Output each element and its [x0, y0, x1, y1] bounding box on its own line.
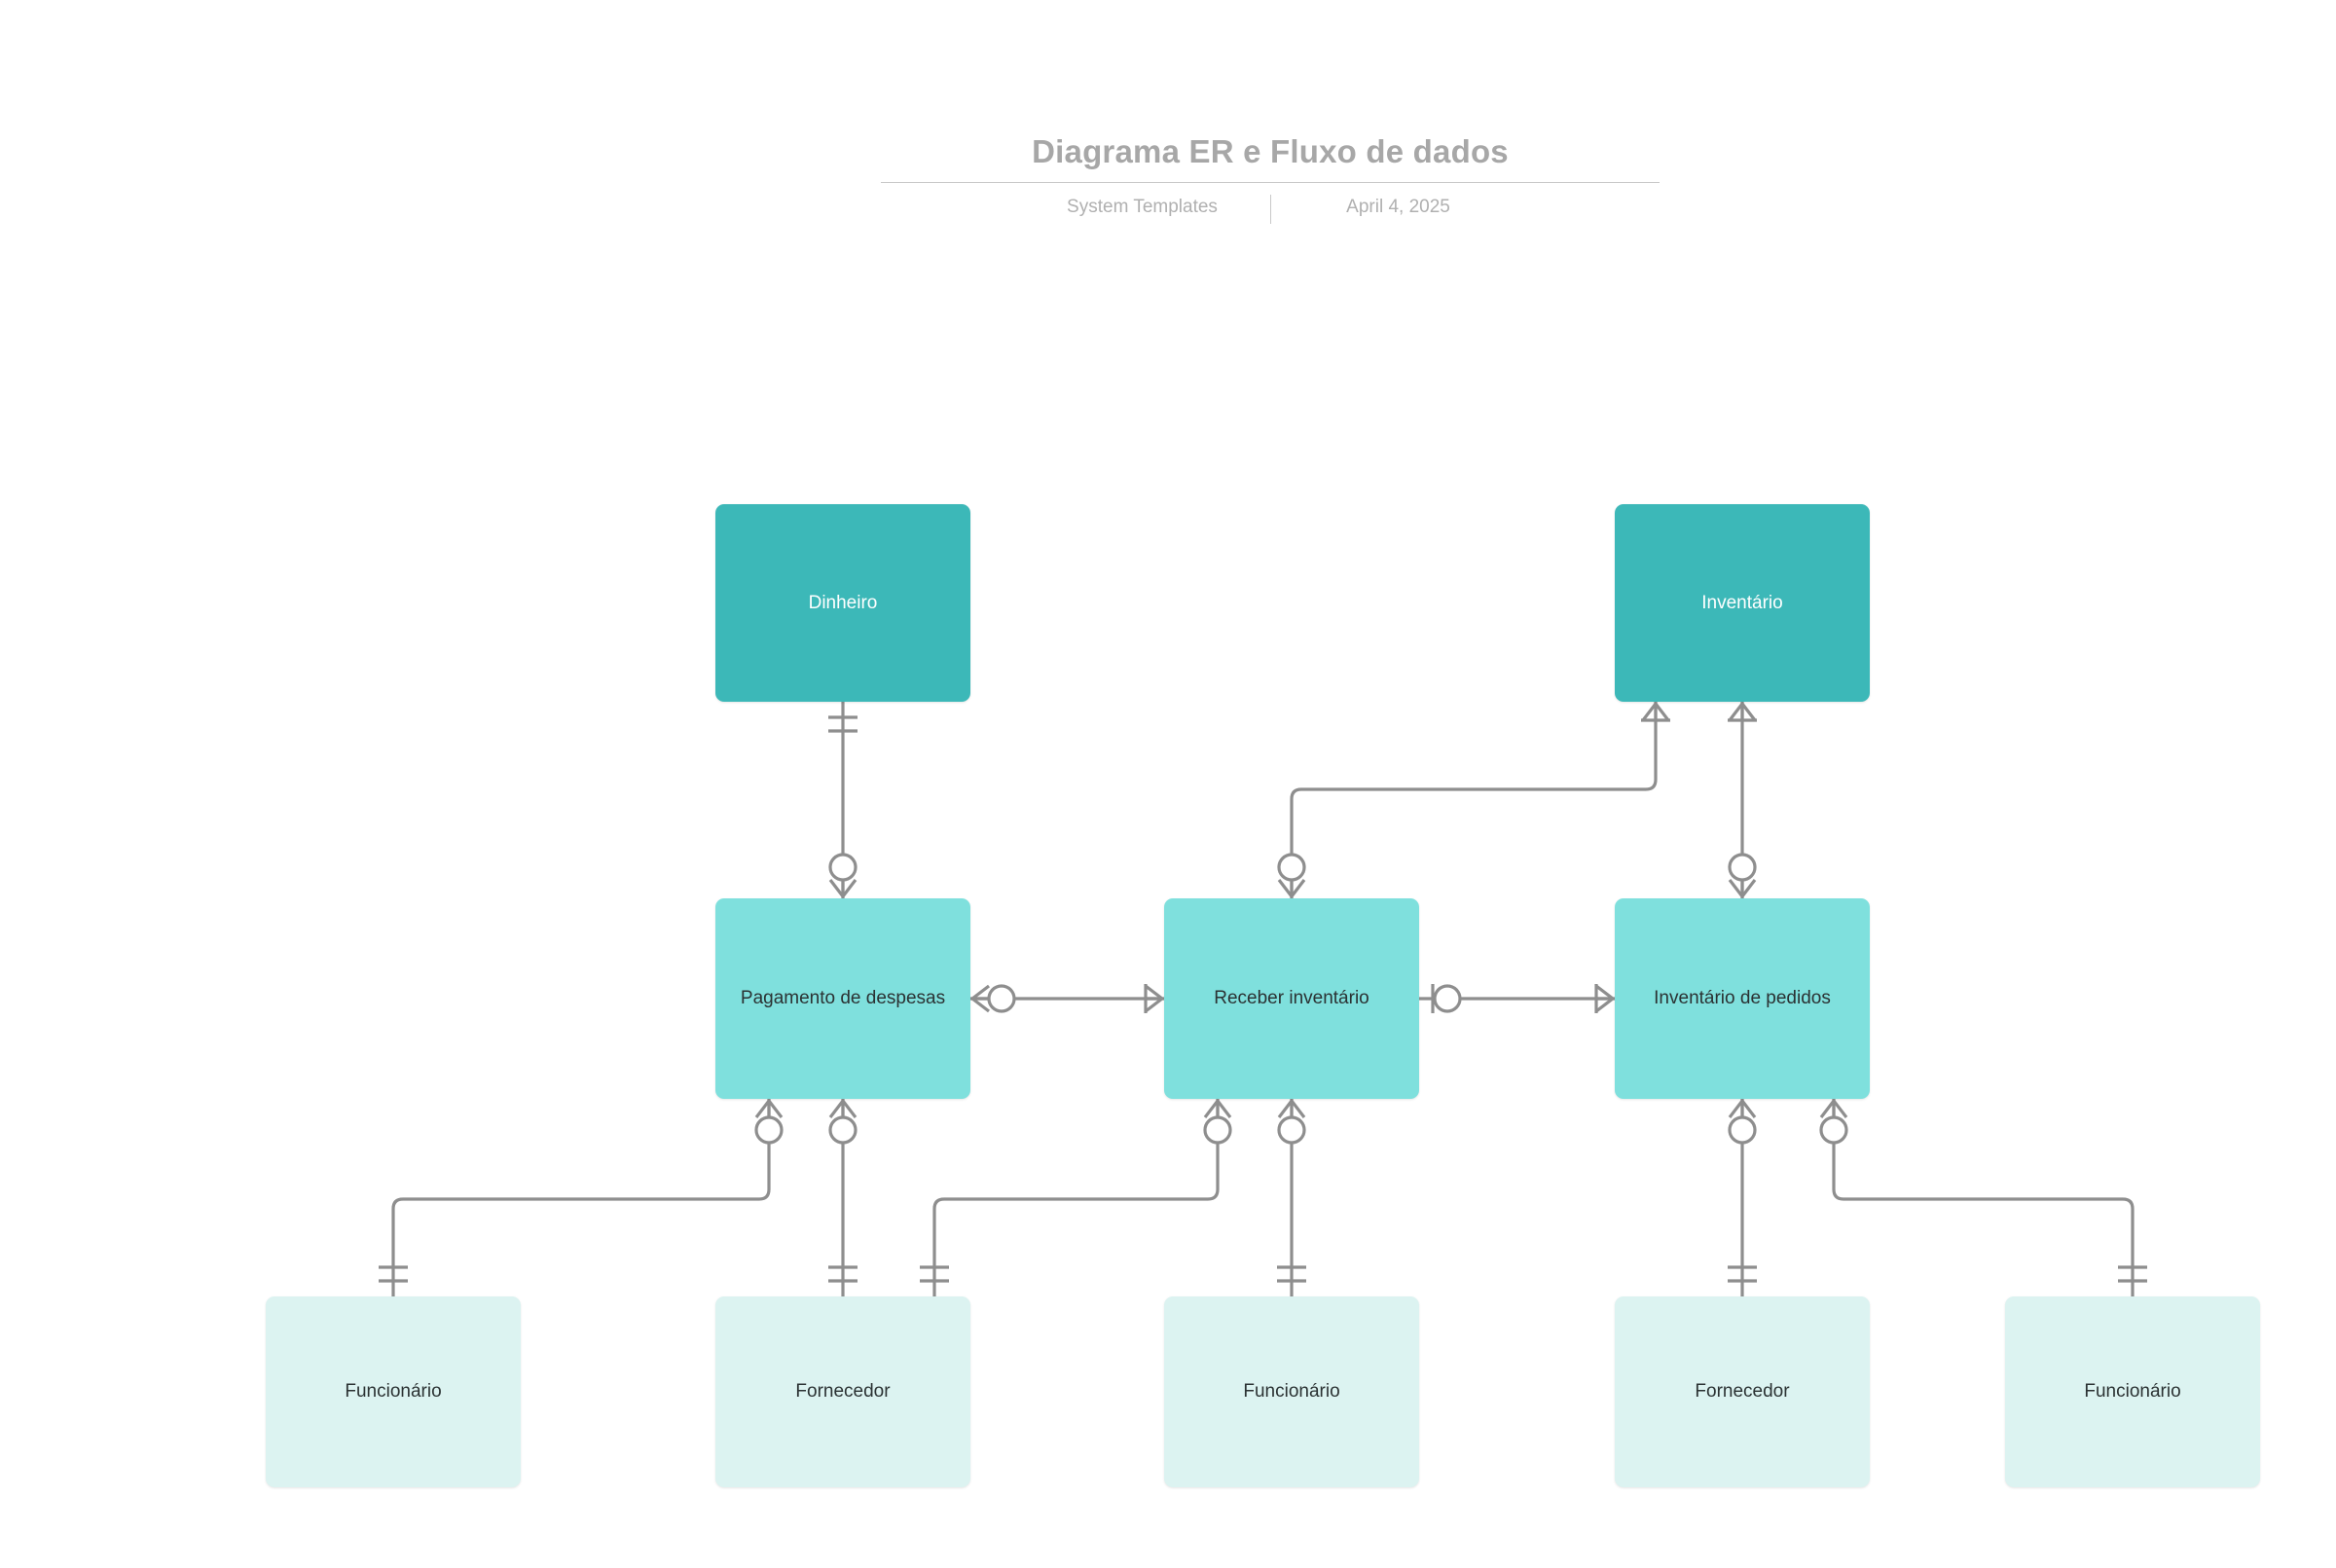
connector-inventario-to-receber-inventario-cardinality: [1290, 879, 1306, 897]
connector-pagamento-despesas-to-receber-inventario-cardinality: [1145, 997, 1163, 1013]
node-label: Funcionário: [2084, 1381, 2181, 1402]
connector-pagamento-despesas-to-funcionario-1: [391, 1099, 771, 1296]
node-label: Pagamento de despesas: [740, 988, 946, 1008]
connector-inventario-to-inventario-pedidos-cardinality: [1728, 879, 1744, 897]
connector-pagamento-despesas-to-receber-inventario-cardinality: [971, 984, 990, 1001]
header-date: April 4, 2025: [1346, 197, 1450, 217]
header-meta-separator: [1269, 195, 1271, 224]
document-header: Diagrama ER e Fluxo de dados System Temp…: [881, 131, 1660, 224]
header-divider: [881, 182, 1660, 183]
node-fornecedor-1[interactable]: Fornecedor: [715, 1296, 970, 1487]
cardinality-circle: [754, 1115, 784, 1145]
connector-pagamento-despesas-to-receber-inventario-cardinality: [971, 997, 990, 1013]
cardinality-circle: [1433, 984, 1462, 1013]
connector-pagamento-despesas-to-receber-inventario-cardinality: [1145, 984, 1163, 1001]
connector-receber-inventario-to-fornecedor-1-cardinality: [1216, 1100, 1232, 1118]
node-label: Dinheiro: [808, 592, 878, 613]
cardinality-circle: [987, 984, 1016, 1013]
connector-inventario-to-inventario-pedidos-cardinality: [1728, 703, 1744, 721]
connector-receber-inventario-to-inventario-pedidos-cardinality: [1595, 997, 1614, 1013]
connector-receber-inventario-to-fornecedor-1: [932, 1099, 1220, 1296]
node-label: Inventário de pedidos: [1654, 988, 1831, 1008]
node-label: Fornecedor: [1695, 1381, 1790, 1402]
cardinality-circle: [1277, 853, 1306, 882]
connector-receber-inventario-to-funcionario-2-cardinality: [1277, 1100, 1294, 1118]
node-label: Funcionário: [345, 1381, 442, 1402]
node-inventario-pedidos[interactable]: Inventário de pedidos: [1615, 898, 1870, 1099]
connector-receber-inventario-to-inventario-pedidos-cardinality: [1595, 984, 1614, 1001]
cardinality-circle: [1277, 1115, 1306, 1145]
cardinality-circle: [1203, 1115, 1232, 1145]
header-meta: System Templates April 4, 2025: [881, 195, 1660, 224]
node-fornecedor-2[interactable]: Fornecedor: [1615, 1296, 1870, 1487]
connector-pagamento-despesas-to-funcionario-1-cardinality: [754, 1100, 771, 1118]
connector-receber-inventario-to-fornecedor-1-cardinality: [1203, 1100, 1220, 1118]
node-inventario[interactable]: Inventário: [1615, 504, 1870, 702]
cardinality-circle: [828, 853, 858, 882]
cardinality-circle: [1819, 1115, 1848, 1145]
connector-inventario-to-inventario-pedidos-cardinality: [1740, 879, 1757, 897]
connector-pagamento-despesas-to-fornecedor-1-cardinality: [841, 1100, 858, 1118]
connector-pagamento-despesas-to-funcionario-1-cardinality: [767, 1100, 784, 1118]
cardinality-circle: [1728, 853, 1757, 882]
node-funcionario-2[interactable]: Funcionário: [1164, 1296, 1419, 1487]
cardinality-circle: [828, 1115, 858, 1145]
header-category: System Templates: [1067, 197, 1218, 217]
node-label: Inventário: [1701, 592, 1783, 613]
page-title: Diagrama ER e Fluxo de dados: [1032, 133, 1509, 169]
node-dinheiro[interactable]: Dinheiro: [715, 504, 970, 702]
connector-inventario-pedidos-to-funcionario-3-cardinality: [1832, 1100, 1848, 1118]
connector-inventario-pedidos-to-fornecedor-2-cardinality: [1728, 1100, 1744, 1118]
connector-inventario-to-receber-inventario: [1290, 702, 1658, 898]
connector-inventario-to-inventario-pedidos-cardinality: [1740, 703, 1757, 721]
connector-dinheiro-to-pagamento-despesas-cardinality: [841, 879, 858, 897]
node-receber-inventario[interactable]: Receber inventário: [1164, 898, 1419, 1099]
node-funcionario-1[interactable]: Funcionário: [266, 1296, 521, 1487]
cardinality-circle: [1728, 1115, 1757, 1145]
node-label: Receber inventário: [1214, 988, 1369, 1008]
connector-inventario-to-receber-inventario-cardinality: [1654, 703, 1670, 721]
connector-inventario-pedidos-to-funcionario-3-cardinality: [1819, 1100, 1836, 1118]
connector-pagamento-despesas-to-fornecedor-1-cardinality: [828, 1100, 845, 1118]
node-label: Funcionário: [1243, 1381, 1340, 1402]
node-funcionario-3[interactable]: Funcionário: [2005, 1296, 2260, 1487]
node-label: Fornecedor: [795, 1381, 891, 1402]
connector-dinheiro-to-pagamento-despesas-cardinality: [828, 879, 845, 897]
connector-receber-inventario-to-funcionario-2-cardinality: [1290, 1100, 1306, 1118]
node-pagamento-despesas[interactable]: Pagamento de despesas: [715, 898, 970, 1099]
connector-inventario-to-receber-inventario-cardinality: [1277, 879, 1294, 897]
connector-inventario-pedidos-to-funcionario-3: [1832, 1099, 2135, 1296]
connector-inventario-to-receber-inventario-cardinality: [1641, 703, 1658, 721]
connector-inventario-pedidos-to-fornecedor-2-cardinality: [1740, 1100, 1757, 1118]
